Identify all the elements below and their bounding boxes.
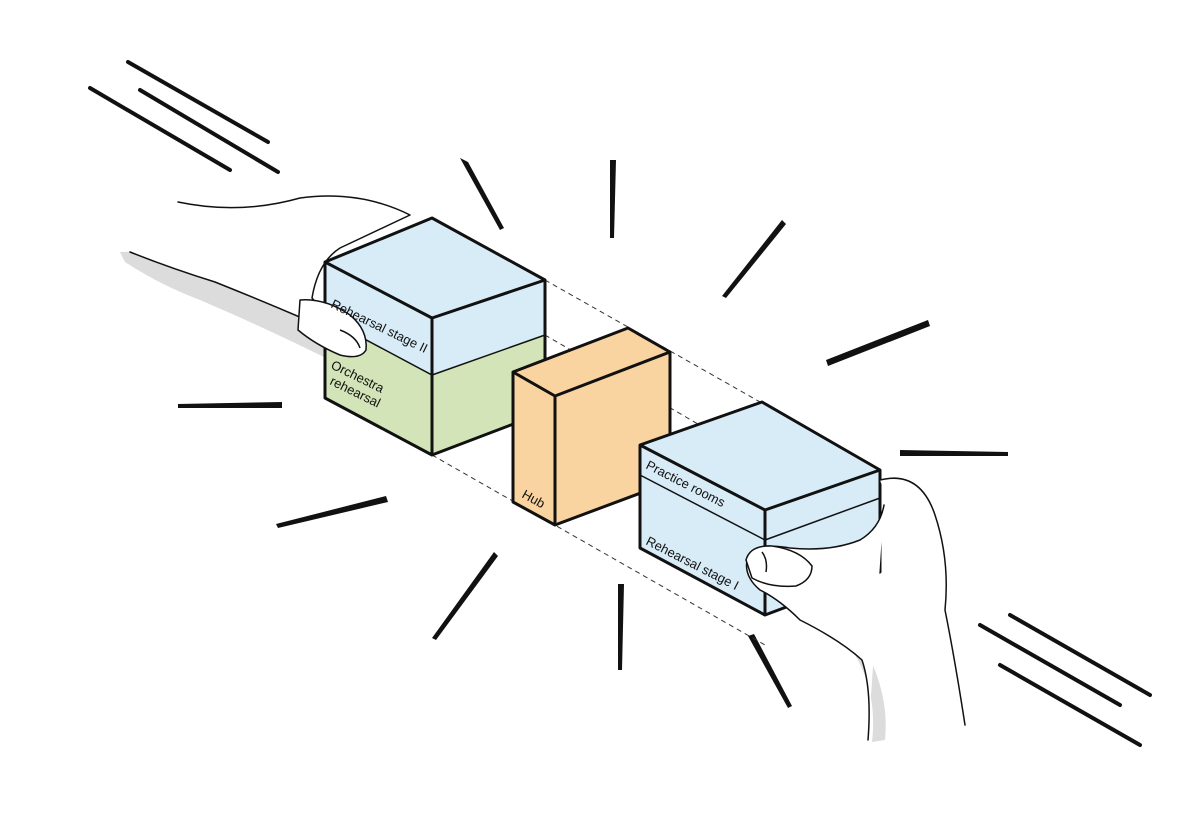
spike-4	[826, 320, 930, 366]
burst-spikes	[178, 158, 1008, 708]
left-block-top-face	[325, 218, 545, 318]
right-block-side-upper	[765, 470, 880, 540]
spike-9	[618, 584, 624, 670]
spike-1	[460, 158, 504, 230]
spike-6	[178, 402, 282, 408]
hub-block-top-face	[513, 328, 670, 396]
spike-7	[276, 496, 388, 528]
right-hand-shadow	[852, 640, 886, 742]
right-block-front-upper	[640, 445, 765, 540]
right-block	[638, 400, 882, 617]
spike-3	[722, 220, 786, 298]
spike-2	[610, 160, 616, 238]
right-thumb	[745, 545, 813, 588]
motion-lines-bottom-right	[978, 613, 1152, 747]
spike-5	[900, 450, 1008, 456]
spike-8	[432, 552, 498, 640]
left-hand	[129, 195, 411, 327]
left-hand-shadow	[120, 251, 330, 360]
spike-10	[748, 634, 792, 708]
right-block-front-lower	[640, 475, 765, 615]
left-block-front-upper	[325, 262, 432, 375]
hub-block-front-face	[513, 372, 555, 525]
motion-lines-top-left	[88, 60, 280, 174]
left-thumb	[297, 299, 367, 358]
right-hand	[745, 477, 966, 741]
left-block-side-upper	[432, 280, 545, 375]
right-block-top-face	[640, 402, 880, 510]
